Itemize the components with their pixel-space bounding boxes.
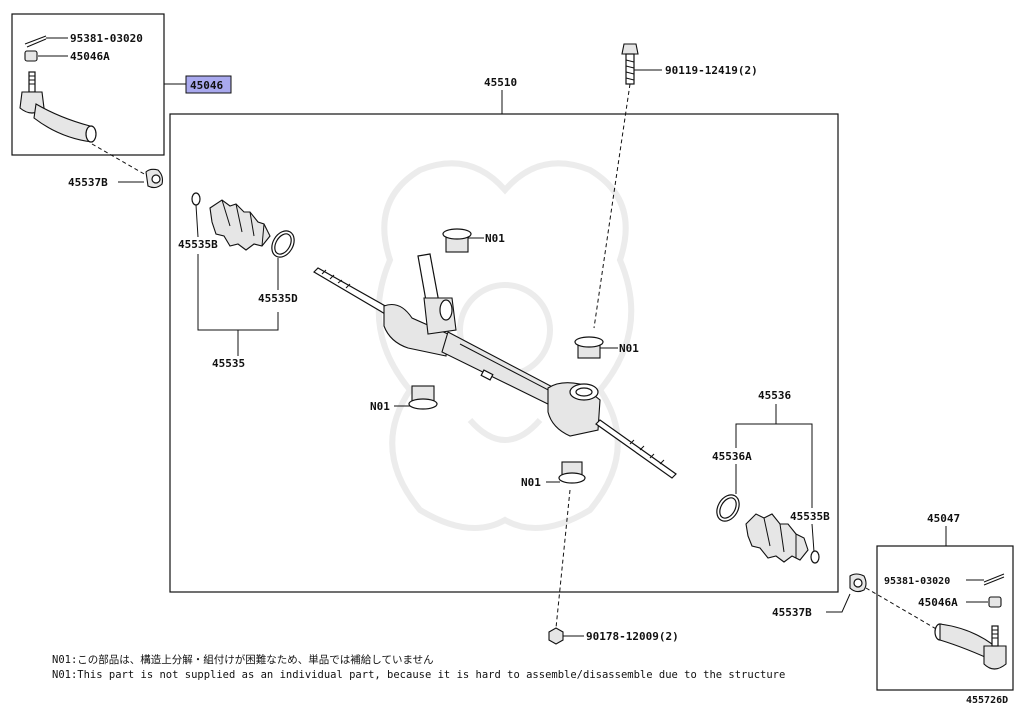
boot-clip-left-icon — [191, 192, 201, 238]
label-n01-d[interactable]: N01 — [521, 476, 541, 489]
dust-seal-left-icon — [145, 168, 164, 189]
label-cotter-pin-left[interactable]: 95381-03020 — [70, 32, 143, 45]
boot-right-icon — [745, 513, 809, 563]
boot-left-icon — [209, 199, 271, 251]
steering-rack-icon — [313, 253, 677, 479]
nut-right-icon — [966, 596, 1002, 608]
footnote-jp: N01:この部品は、構造上分解・組付けが困難なため、単品では補給していません — [52, 653, 434, 666]
label-tie-rod-end-right[interactable]: 45047 — [927, 512, 960, 525]
footnote-en: N01:This part is not supplied as an indi… — [52, 669, 785, 681]
label-bolt-top[interactable]: 90119-12419(2) — [665, 64, 758, 77]
boot-band-right-icon — [716, 494, 740, 522]
label-nut-bottom[interactable]: 90178-12009(2) — [586, 630, 679, 643]
right-tie-rod-end-box — [876, 545, 1014, 691]
label-boot-assy-left[interactable]: 45535 — [212, 357, 245, 370]
gear-assy-box — [169, 113, 839, 593]
diagram-code: 455726D — [966, 695, 1008, 706]
n01-bushing-d-icon — [546, 461, 586, 484]
label-n01-c[interactable]: N01 — [370, 400, 390, 413]
label-n01-b[interactable]: N01 — [619, 342, 639, 355]
n01-bushing-c-icon — [394, 385, 438, 410]
right-tie-rod-end-group: 95381-03020 45046A — [876, 545, 1014, 691]
cotter-pin-right-icon — [966, 573, 1005, 586]
label-nut-left[interactable]: 45046A — [70, 50, 110, 63]
nut-left-icon — [24, 50, 68, 62]
n01-bushing-b-icon — [574, 336, 618, 359]
cotter-pin-left-icon — [24, 35, 68, 48]
nut-bottom-icon — [548, 627, 584, 645]
label-n01-a[interactable]: N01 — [485, 232, 505, 245]
tie-rod-end-left-icon — [19, 71, 97, 143]
label-boot-clip-left[interactable]: 45535B — [178, 238, 218, 251]
label-nut-right[interactable]: 45046A — [918, 596, 958, 609]
n01-bushing-a-icon — [442, 228, 484, 253]
bolt-top-icon — [621, 43, 662, 85]
dust-seal-right-icon — [849, 573, 867, 593]
label-boot-band-left[interactable]: 45535D — [258, 292, 298, 305]
boot-band-left-icon — [271, 230, 295, 290]
label-boot-band-right[interactable]: 45536A — [712, 450, 752, 463]
label-gear-assy[interactable]: 45510 — [484, 76, 517, 89]
label-dust-seal-left[interactable]: 45537B — [68, 176, 108, 189]
label-boot-clip-right[interactable]: 45535B — [790, 510, 830, 523]
label-boot-assy-right[interactable]: 45536 — [758, 389, 791, 402]
tie-rod-end-right-icon — [934, 623, 1007, 670]
boot-clip-right-icon — [810, 523, 820, 564]
left-tie-rod-end-group: 95381-03020 45046A — [11, 13, 165, 156]
label-cotter-pin-right[interactable]: 95381-03020 — [884, 576, 950, 587]
highlight-badge — [185, 75, 232, 94]
label-dust-seal-right[interactable]: 45537B — [772, 606, 812, 619]
label-tie-rod-end-left[interactable]: 45046 — [190, 79, 223, 92]
